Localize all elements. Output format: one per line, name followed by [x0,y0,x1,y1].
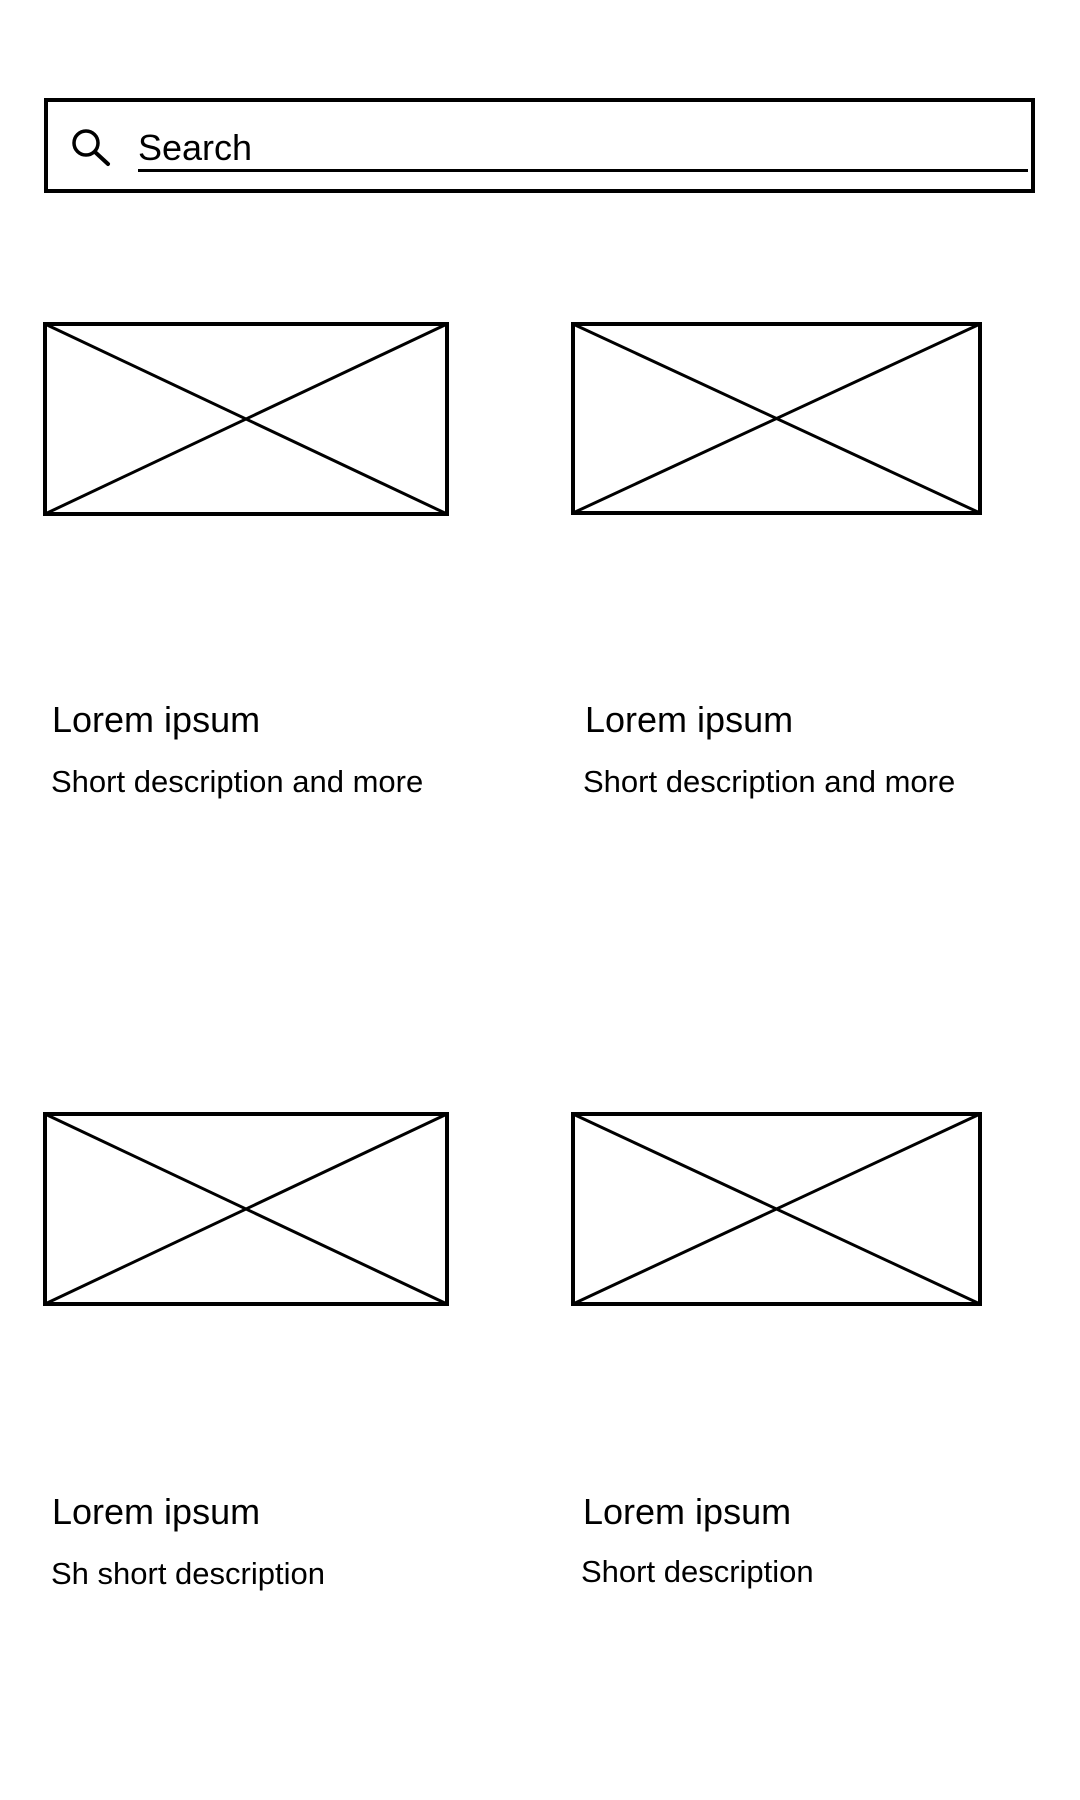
card-description: Short description and more [51,764,424,799]
card-description: Sh short description [51,1556,325,1591]
search-placeholder: Search [138,127,253,168]
card-title: Lorem ipsum [52,699,261,740]
card-title: Lorem ipsum [583,1491,792,1532]
image-placeholder-icon[interactable] [571,1112,982,1306]
card-title: Lorem ipsum [585,699,794,740]
search-bar[interactable]: Search [44,98,1035,193]
image-placeholder-icon[interactable] [571,322,982,515]
card-title: Lorem ipsum [52,1491,261,1532]
search-icon[interactable] [68,126,116,168]
image-placeholder-icon[interactable] [43,322,449,516]
card-description: Short description [581,1554,814,1589]
card-description: Short description and more [583,764,956,799]
image-placeholder-icon[interactable] [43,1112,449,1306]
search-input[interactable]: Search [138,120,1028,172]
